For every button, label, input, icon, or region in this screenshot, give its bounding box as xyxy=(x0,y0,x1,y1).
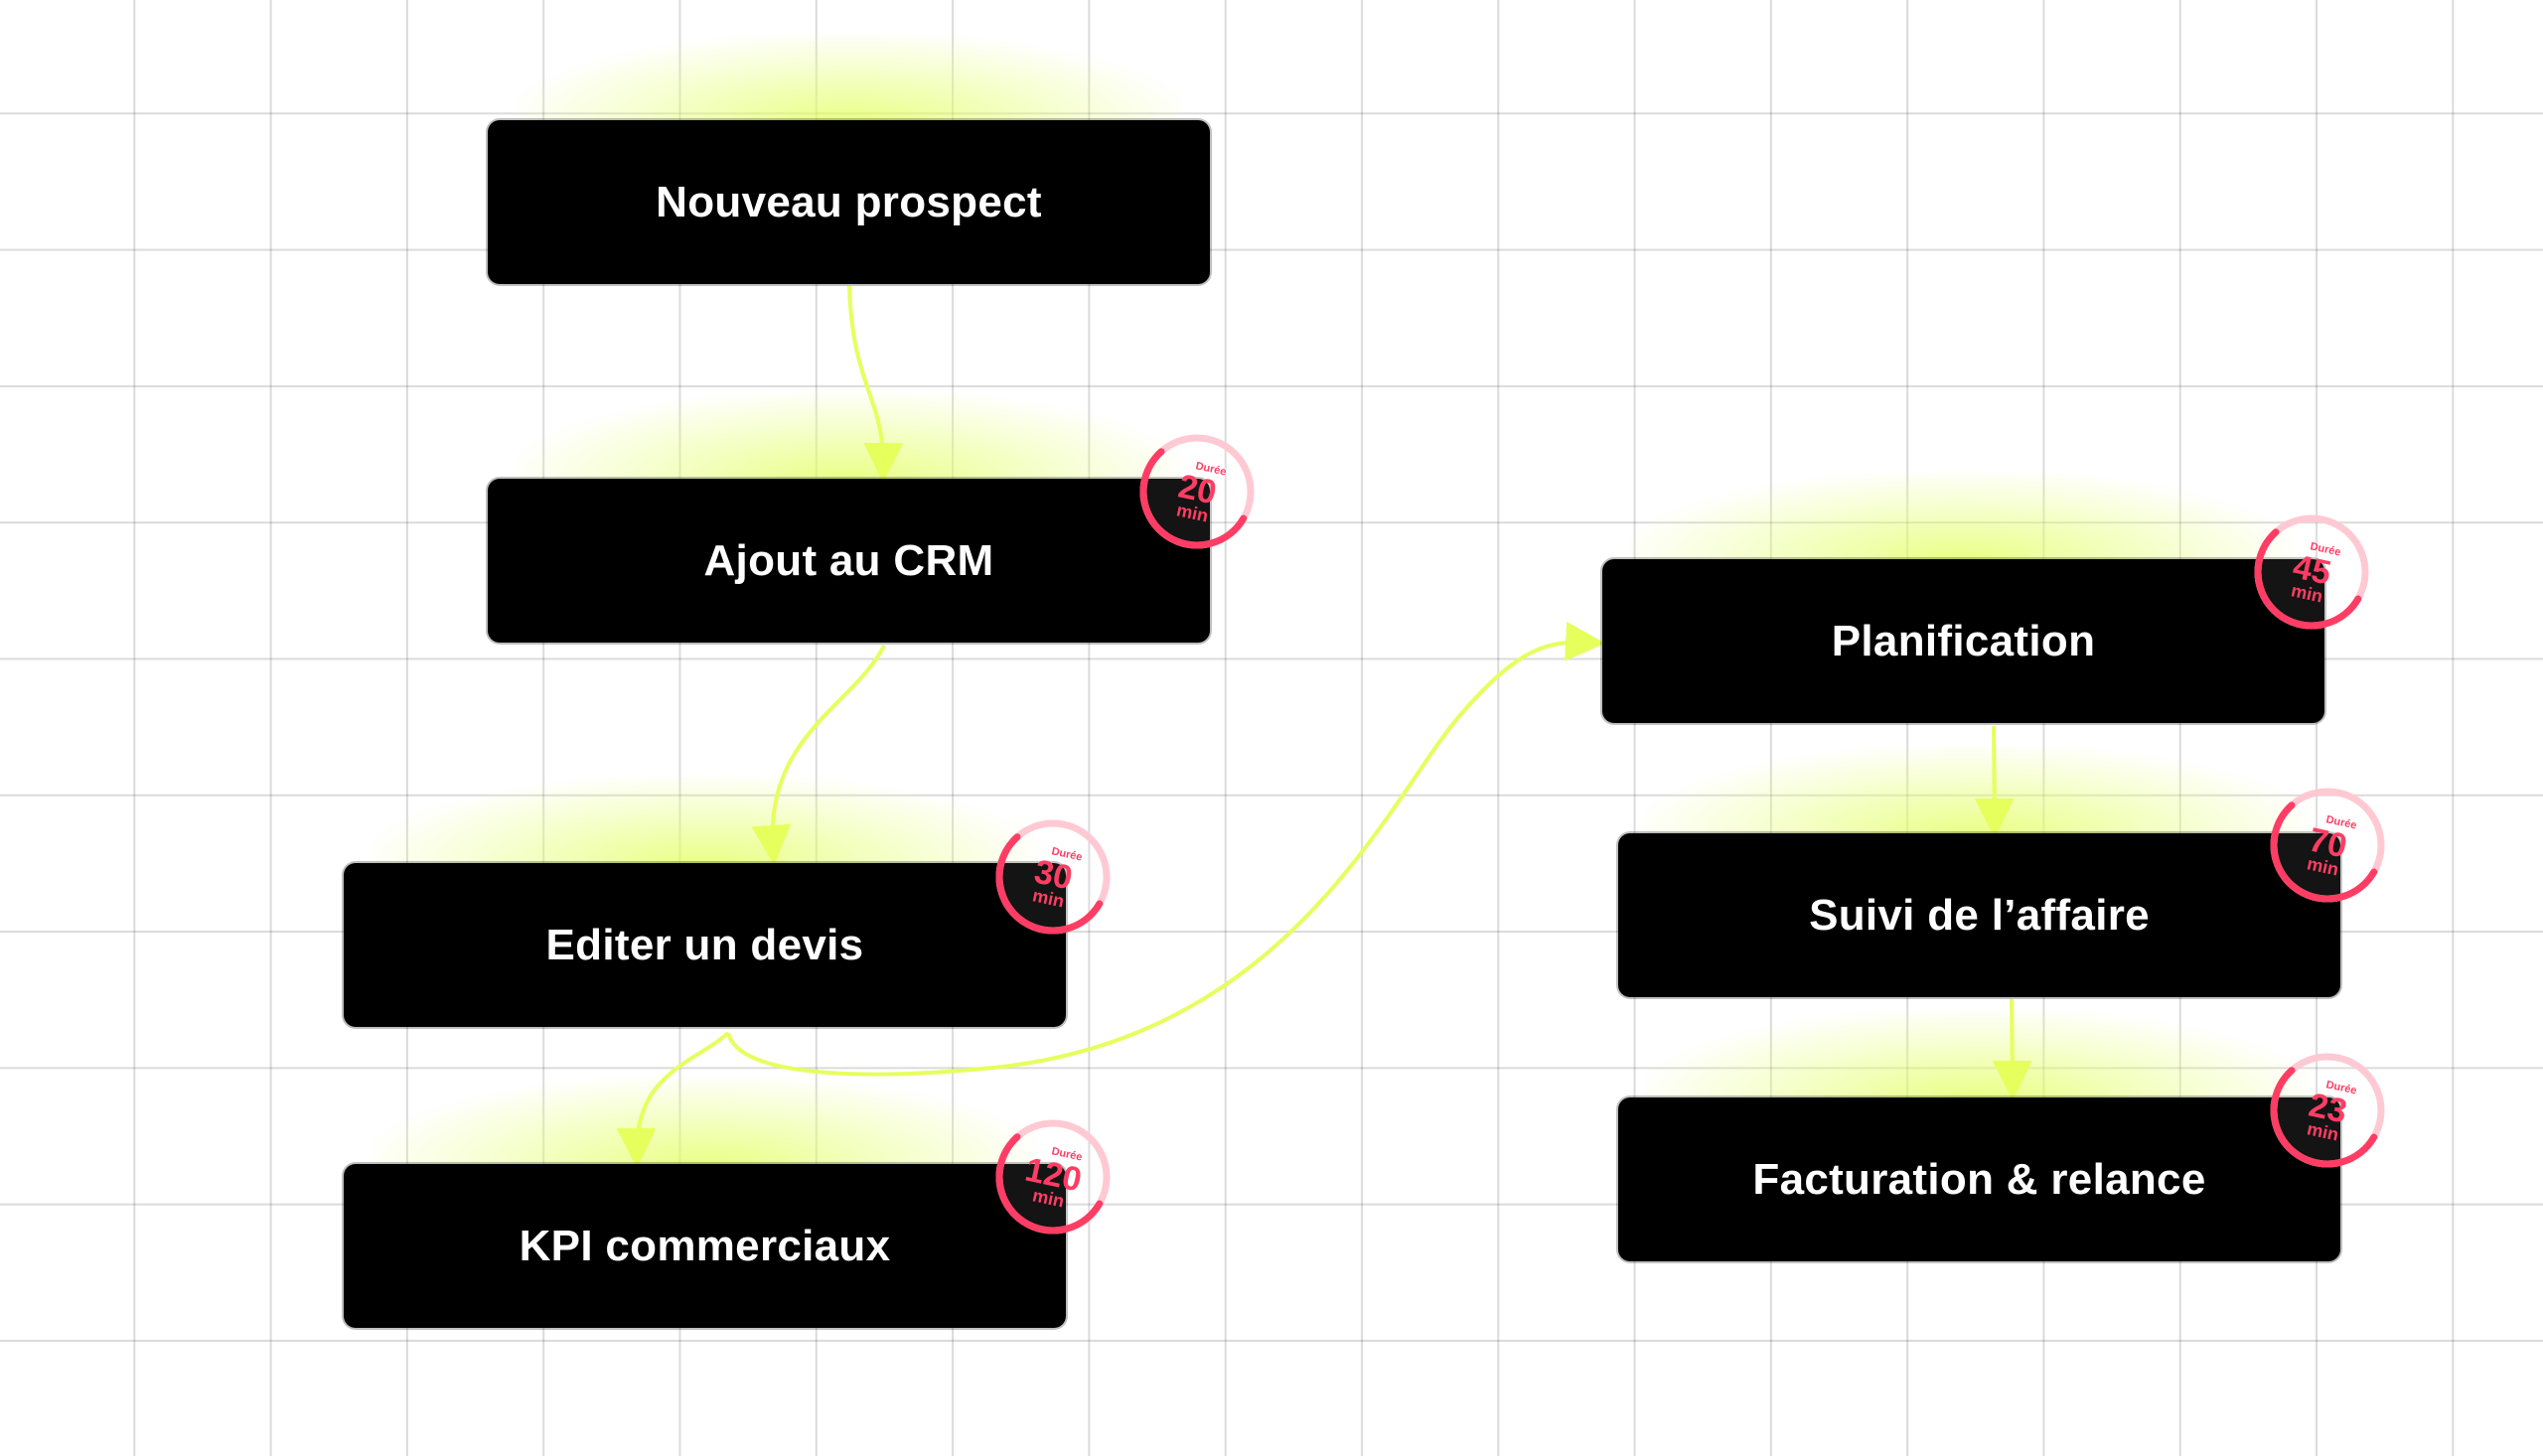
badge-unit: min xyxy=(2305,853,2341,880)
duration-ring-icon xyxy=(1139,434,1255,549)
edge-devis-planif xyxy=(726,621,1605,1077)
node-label: Editer un devis xyxy=(545,920,864,969)
node-facturation-relance[interactable]: Facturation & relance xyxy=(1618,1097,2340,1261)
duration-ring-icon xyxy=(2270,1053,2385,1168)
badge-unit: min xyxy=(1030,885,1067,912)
node-label: KPI commerciaux xyxy=(519,1221,891,1270)
node-kpi-commerciaux[interactable]: KPI commerciaux xyxy=(344,1164,1066,1328)
node-label: Facturation & relance xyxy=(1752,1154,2206,1204)
edge-crm-devis xyxy=(751,645,886,865)
node-label: Planification xyxy=(1831,616,2096,665)
badge-unit: min xyxy=(2305,1118,2341,1145)
node-ajout-crm[interactable]: Ajout au CRM xyxy=(488,479,1210,643)
node-label: Suivi de l’affaire xyxy=(1809,890,2150,940)
node-nouveau-prospect[interactable]: Nouveau prospect xyxy=(488,120,1210,284)
node-label: Nouveau prospect xyxy=(656,177,1042,226)
duration-ring-icon xyxy=(2270,788,2385,903)
duration-ring-icon xyxy=(995,819,1111,935)
duration-ring-icon xyxy=(995,1119,1111,1235)
edge-planif-suivi xyxy=(1974,725,2015,838)
duration-ring-icon xyxy=(2254,514,2369,630)
node-editer-devis[interactable]: Editer un devis xyxy=(344,863,1066,1027)
badge-unit: min xyxy=(1030,1185,1067,1212)
node-planification[interactable]: Planification xyxy=(1602,559,2324,723)
node-label: Ajout au CRM xyxy=(703,535,994,585)
badge-unit: min xyxy=(2289,580,2325,607)
node-suivi-affaire[interactable]: Suivi de l’affaire xyxy=(1618,833,2340,997)
badge-unit: min xyxy=(1174,500,1211,526)
edge-nouveau-crm xyxy=(847,285,904,483)
edge-devis-kpi xyxy=(616,1031,730,1168)
edge-suivi-factu xyxy=(1992,998,2032,1100)
